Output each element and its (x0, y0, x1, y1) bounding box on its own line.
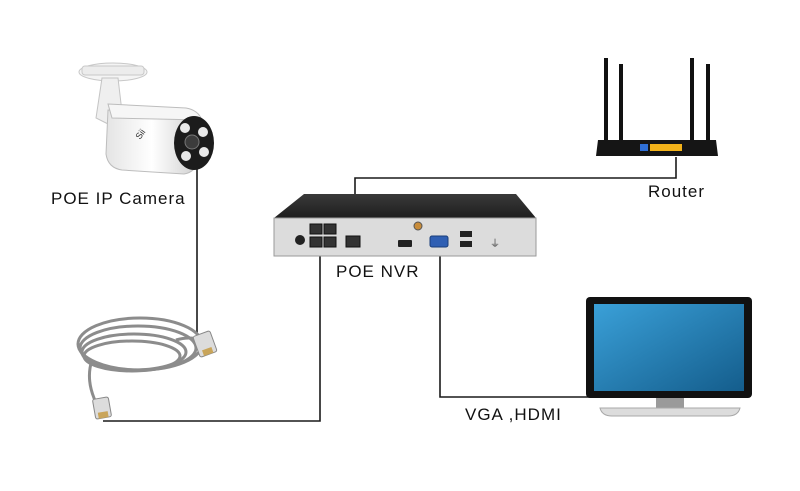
router-antenna-2 (619, 64, 623, 148)
router-antenna-3 (690, 58, 694, 148)
monitor-screen (594, 304, 744, 391)
router-antenna-4 (706, 64, 710, 148)
nvr-hdmi-port (398, 240, 412, 247)
nvr-usb-port-1 (460, 231, 472, 237)
router-label: Router (648, 182, 706, 201)
poe-nvr: ⏚ (273, 194, 537, 257)
camera-ir-led-1 (180, 123, 190, 133)
monitor (586, 297, 752, 417)
rj45-connector-bottom (92, 396, 112, 420)
monitor-stand (599, 407, 741, 417)
nvr-top (274, 194, 536, 218)
nvr-power-jack (295, 235, 305, 245)
nvr-usb-port-2 (460, 241, 472, 247)
camera-ir-led-4 (199, 147, 209, 157)
ip-camera: Sii (78, 62, 214, 175)
monitor-neck (656, 398, 684, 408)
router-antenna-1 (604, 58, 608, 148)
camera-lens (184, 134, 200, 150)
camera-mount-base (81, 65, 145, 76)
camera-ir-led-2 (198, 127, 208, 137)
camera-brand-text: Sii (133, 127, 147, 141)
router-wan-port (640, 144, 648, 151)
rj45-connector-top (192, 330, 218, 358)
camera-ir-led-3 (181, 151, 191, 161)
router-lan-ports (650, 144, 682, 151)
nvr-label: POE NVR (336, 262, 420, 281)
router (596, 58, 718, 156)
nvr-poe-ports (309, 223, 337, 248)
camera-label: POE IP Camera (51, 189, 186, 208)
cable-to-nvr-line (103, 247, 321, 422)
nvr-to-monitor-line (439, 240, 594, 398)
nvr-vga-port (429, 235, 449, 248)
nvr-audio-jack (413, 221, 423, 231)
nvr-lan-port (345, 235, 361, 248)
video-output-label: VGA ,HDMI (465, 405, 562, 424)
nvr-ground-symbol: ⏚ (490, 238, 500, 250)
